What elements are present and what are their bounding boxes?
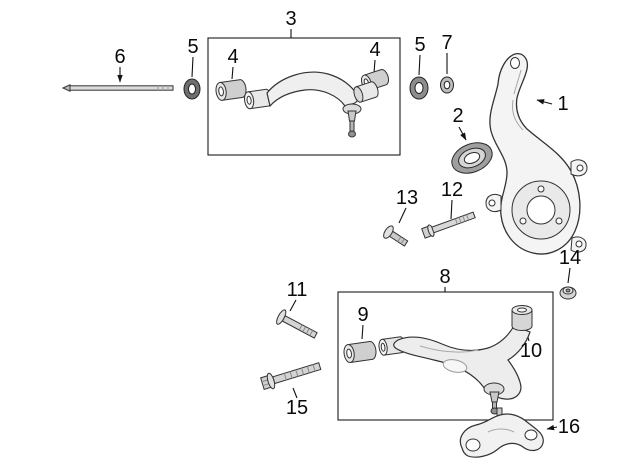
callout-9: 9 [357,304,369,326]
part-10-bushing [511,305,533,331]
part-16-ball-joint-bracket [459,407,544,458]
callout-8: 8 [439,266,451,288]
callout-7: 7 [441,32,453,54]
callout-15: 15 [285,397,309,419]
group-box-3 [207,37,401,156]
leader-2 [458,126,467,141]
leader-1 [536,99,553,105]
part-8-lower-control-arm [378,325,531,415]
leader-5-left [191,56,194,78]
callout-1: 1 [557,93,569,115]
callout-16: 16 [557,416,581,438]
leader-5-right [418,54,421,76]
part-5-grommet-left [183,78,201,100]
leader-4-left [231,66,234,80]
leader-4-right [373,59,376,74]
leader-lines [117,29,571,431]
part-6-pivot-bolt [61,84,174,92]
part-14-nut [559,286,577,300]
part-7-washer [440,76,454,94]
part-2-seal [451,142,493,174]
callout-14: 14 [558,247,582,269]
callout-12: 12 [440,179,464,201]
leader-15 [292,387,298,399]
leader-14 [567,267,571,284]
callout-3: 3 [285,8,297,30]
part-1-steering-knuckle [485,53,588,255]
leader-16 [546,424,558,431]
callout-5-right: 5 [414,34,426,56]
part-13-bolt [383,225,409,247]
callout-11: 11 [286,279,308,301]
part-5-grommet-right [409,76,429,100]
part-4-bushing-left [215,79,247,101]
callout-10: 10 [519,340,543,362]
part-9-bushing [343,341,377,363]
part-3-upper-control-arm [243,71,379,138]
part-11-bolt [276,309,318,339]
leader-13 [398,207,407,224]
leader-11 [289,299,297,312]
part-12-bolt [421,211,476,239]
callout-5-left: 5 [187,36,199,58]
callout-4-left: 4 [227,46,239,68]
callout-6: 6 [114,46,126,68]
callout-2: 2 [452,105,464,127]
leader-12 [450,199,453,220]
part-15-bolt [260,362,322,390]
callout-4-right: 4 [369,39,381,61]
callout-13: 13 [395,187,419,209]
leader-9 [361,324,364,340]
